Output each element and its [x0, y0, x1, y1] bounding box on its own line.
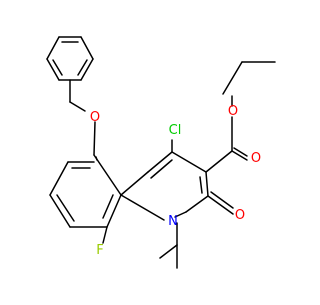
bond	[49, 194, 71, 228]
bond-double-inner	[52, 59, 63, 76]
bond	[205, 150, 233, 173]
bond	[120, 194, 165, 221]
bond	[222, 61, 243, 95]
atom-label-nitrogen: N	[168, 214, 178, 229]
bond	[120, 171, 149, 196]
bond	[69, 101, 86, 112]
bond	[106, 194, 122, 228]
bond	[93, 121, 96, 156]
bond-double-inner	[199, 176, 203, 194]
atom-label-fluorine: F	[96, 243, 103, 258]
bond	[80, 36, 94, 60]
bond	[80, 58, 94, 81]
structure-canvas: O Cl O O O N F	[46, 36, 276, 269]
atom-labels: O Cl O O O N F	[90, 104, 261, 258]
bond	[159, 244, 178, 259]
bond-double-inner	[150, 159, 173, 179]
bond	[93, 154, 122, 196]
bond-double-inner	[102, 194, 114, 219]
bond	[171, 151, 207, 173]
atom-label-oxygen: O	[235, 208, 245, 223]
bonds	[46, 36, 276, 269]
chemical-structure: O Cl O O O N F	[46, 36, 276, 269]
bond	[49, 161, 69, 196]
bond	[46, 36, 60, 60]
bond-double	[210, 191, 234, 209]
bond	[46, 58, 60, 81]
bond	[185, 195, 209, 213]
atom-label-oxygen: O	[90, 110, 100, 125]
bond	[207, 195, 234, 215]
bond	[147, 151, 173, 173]
bond-double	[233, 147, 248, 157]
bond-double-inner	[77, 59, 88, 76]
atom-label-chlorine: Cl	[169, 123, 182, 138]
atom-label-oxygen: O	[228, 104, 238, 119]
bond	[205, 171, 209, 197]
bond	[174, 211, 187, 218]
bond	[231, 150, 248, 161]
atom-label-oxygen: O	[251, 151, 261, 166]
bond-double-inner	[56, 194, 75, 222]
bond	[102, 226, 108, 244]
